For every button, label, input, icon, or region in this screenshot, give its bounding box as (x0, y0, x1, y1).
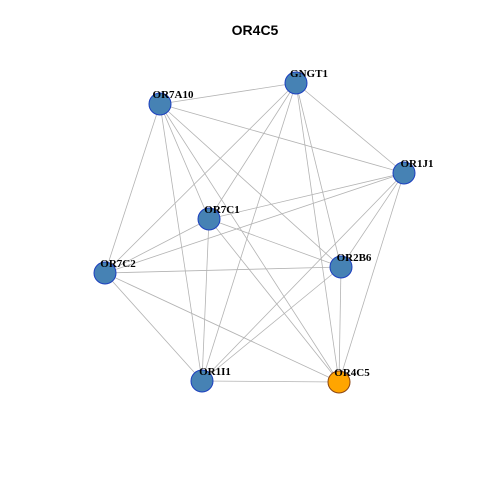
edge-or1j1-or7c1 (208, 172, 405, 220)
edge-gngt1-or2b6 (295, 82, 342, 268)
edge-or7c1-or2b6 (208, 218, 342, 268)
node-label-or1i1: OR1I1 (199, 366, 231, 378)
edge-or7c2-or1i1 (104, 272, 203, 382)
node-or1j1[interactable] (392, 161, 416, 185)
edge-or7a10-or4c5 (159, 103, 340, 383)
edge-gngt1-or1i1 (201, 82, 297, 382)
edge-or1j1-or2b6 (340, 172, 405, 268)
edge-or1j1-or7c2 (104, 172, 405, 274)
node-or4c5[interactable] (327, 370, 351, 394)
edge-or7a10-or7c1 (159, 103, 210, 220)
edge-or7c1-or1i1 (201, 218, 210, 382)
edges-layer (104, 82, 405, 383)
node-label-or2b6: OR2B6 (337, 252, 372, 264)
edge-or1j1-or4c5 (338, 172, 405, 383)
edge-gngt1-or7c1 (208, 82, 297, 220)
edge-or7c2-or2b6 (104, 266, 342, 274)
edge-or7a10-or2b6 (159, 103, 342, 268)
node-label-or7c2: OR7C2 (100, 258, 136, 270)
graph-title: OR4C5 (232, 22, 279, 38)
edge-or7a10-or1i1 (159, 103, 203, 382)
edge-or7c2-or4c5 (104, 272, 340, 383)
node-or2b6[interactable] (329, 255, 353, 279)
node-label-or4c5: OR4C5 (334, 367, 370, 379)
nodes-layer (93, 71, 416, 394)
edge-or7c1-or4c5 (208, 218, 340, 383)
node-label-or1j1: OR1J1 (401, 158, 434, 170)
edge-or1j1-or1i1 (201, 172, 405, 382)
edge-or1i1-or4c5 (201, 380, 340, 383)
edge-or7a10-or7c2 (104, 103, 161, 274)
edge-gngt1-or7c2 (104, 82, 297, 274)
node-or1i1[interactable] (190, 369, 214, 393)
edge-or2b6-or4c5 (338, 266, 342, 383)
node-or7c2[interactable] (93, 261, 117, 285)
node-gngt1[interactable] (284, 71, 308, 95)
edge-or7a10-gngt1 (159, 82, 297, 105)
node-label-or7a10: OR7A10 (153, 89, 194, 101)
edge-gngt1-or1j1 (295, 82, 405, 174)
node-label-or7c1: OR7C1 (204, 204, 239, 216)
node-or7c1[interactable] (197, 207, 221, 231)
edge-or7a10-or1j1 (159, 103, 405, 174)
node-or7a10[interactable] (148, 92, 172, 116)
edge-gngt1-or4c5 (295, 82, 340, 383)
edge-or7c1-or7c2 (104, 218, 210, 274)
edge-or2b6-or1i1 (201, 266, 342, 382)
node-label-gngt1: GNGT1 (290, 68, 328, 80)
